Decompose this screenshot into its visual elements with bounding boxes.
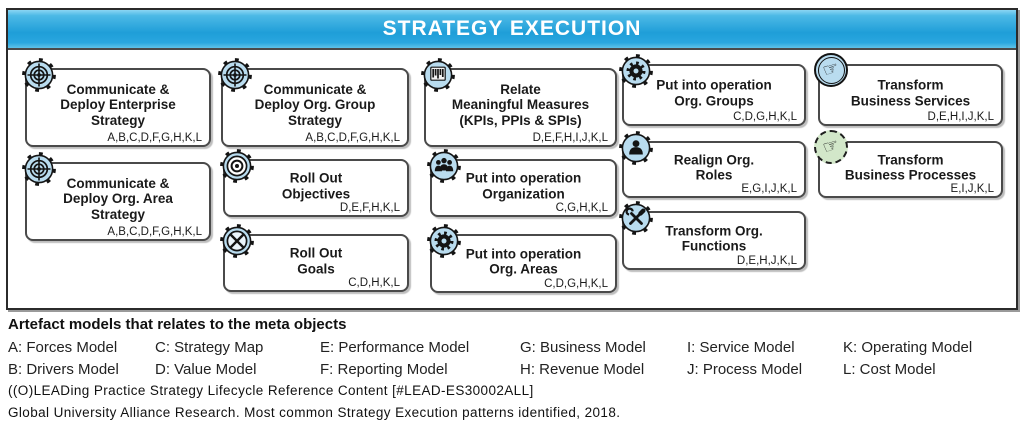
bullseye-gear-icon	[219, 148, 255, 184]
pointing-hand-outline-icon: ☞	[814, 130, 848, 164]
legend-item: C: Strategy Map	[155, 339, 264, 356]
artefact-letters: D,E,H,I,J,K,L	[927, 111, 994, 123]
box-title: Roll Out Goals	[289, 245, 343, 277]
box-title: Communicate & Deploy Enterprise Strategy	[60, 81, 176, 128]
legend-item: L: Cost Model	[843, 361, 936, 378]
box-roll-out-goals: Roll Out Goals C,D,H,K,L	[223, 234, 409, 292]
box-put-into-operation-organization: Put into operation Organization C,G,H,K,…	[430, 159, 617, 217]
target-gear-icon	[21, 57, 57, 93]
bar-chart-gear-icon	[420, 57, 456, 93]
person-gear-icon	[618, 130, 654, 166]
gear-gear-icon	[618, 53, 654, 89]
box-transform-org-functions: Transform Org. Functions D,E,H,J,K,L	[622, 211, 806, 270]
box-put-into-operation-org-areas: Put into operation Org. Areas C,D,G,H,K,…	[430, 234, 617, 293]
hand-glyph: ☞	[819, 134, 842, 160]
header-bar: STRATEGY EXECUTION	[8, 10, 1016, 50]
artefact-letters: A,B,C,D,F,G,H,K,L	[305, 132, 400, 144]
legend-item: I: Service Model	[687, 339, 795, 356]
hand-glyph: ☞	[819, 57, 842, 83]
artefact-letters: A,B,C,D,F,G,H,K,L	[107, 226, 202, 238]
tools-gear-icon	[618, 200, 654, 236]
research-attribution-line: Global University Alliance Research. Mos…	[8, 405, 621, 420]
legend-item: J: Process Model	[687, 361, 803, 378]
artefact-letters: D,E,F,H,K,L	[339, 202, 400, 214]
artefact-letters: C,D,G,H,K,L	[544, 278, 608, 290]
box-title: Put into operation Organization	[465, 170, 582, 202]
box-communicate-deploy-enterprise-strategy: Communicate & Deploy Enterprise Strategy…	[25, 68, 211, 147]
legend-item: E: Performance Model	[320, 339, 470, 356]
box-relate-meaningful-measures: Relate Meaningful Measures (KPIs, PPIs &…	[424, 68, 617, 147]
page-title: STRATEGY EXECUTION	[382, 17, 642, 40]
box-communicate-deploy-org-area-strategy: Communicate & Deploy Org. Area Strategy …	[25, 162, 211, 241]
circle-x-gear-icon	[219, 223, 255, 259]
gear-gear-icon	[426, 223, 462, 259]
box-title: Put into operation Org. Areas	[465, 246, 582, 277]
pointing-hand-icon: ☞	[814, 53, 848, 87]
artefact-letters: C,D,H,K,L	[348, 277, 400, 289]
artefact-letters: E,G,I,J,K,L	[741, 183, 797, 195]
artefact-letters: A,B,C,D,F,G,H,K,L	[107, 132, 202, 144]
legend-item: A: Forces Model	[8, 339, 118, 356]
target-gear-icon	[217, 57, 253, 93]
box-realign-org-roles: Realign Org. Roles E,G,I,J,K,L	[622, 141, 806, 198]
legend-item: D: Value Model	[155, 361, 257, 378]
legend-item: B: Drivers Model	[8, 361, 119, 378]
box-title: Put into operation Org. Groups	[656, 77, 772, 109]
artefact-letters: C,G,H,K,L	[555, 202, 608, 214]
target-gear-icon	[21, 151, 57, 187]
box-communicate-deploy-org-group-strategy: Communicate & Deploy Org. Group Strategy…	[221, 68, 409, 147]
legend-item: F: Reporting Model	[320, 361, 448, 378]
people-group-gear-icon	[426, 148, 462, 184]
box-title: Transform Org. Functions	[665, 223, 763, 254]
artefact-letters: C,D,G,H,K,L	[733, 111, 797, 123]
box-put-into-operation-org-groups: Put into operation Org. Groups C,D,G,H,K…	[622, 64, 806, 126]
box-transform-business-services: Transform Business Services D,E,H,I,J,K,…	[814, 53, 1003, 126]
legend-heading: Artefact models that relates to the meta…	[8, 316, 347, 333]
artefact-letters: E,I,J,K,L	[950, 183, 994, 195]
box-title: Communicate & Deploy Org. Group Strategy	[254, 81, 376, 128]
artefact-letters: D,E,F,H,I,J,K,L	[532, 132, 608, 144]
box-title: Transform Business Processes	[844, 152, 977, 183]
legend-item: G: Business Model	[520, 339, 646, 356]
box-title: Realign Org. Roles	[673, 152, 755, 183]
artefact-letters: D,E,H,J,K,L	[736, 255, 797, 267]
box-roll-out-objectives: Roll Out Objectives D,E,F,H,K,L	[223, 159, 409, 217]
legend-item: K: Operating Model	[843, 339, 973, 356]
source-reference-line: ((O)LEADing Practice Strategy Lifecycle …	[8, 383, 534, 398]
box-title: Communicate & Deploy Org. Area Strategy	[63, 175, 173, 222]
box-title: Roll Out Objectives	[281, 170, 351, 202]
legend-item: H: Revenue Model	[520, 361, 645, 378]
box-title: Relate Meaningful Measures (KPIs, PPIs &…	[451, 81, 590, 128]
box-title: Transform Business Services	[850, 77, 971, 109]
box-transform-business-processes: Transform Business Processes E,I,J,K,L ☞	[814, 130, 1003, 198]
